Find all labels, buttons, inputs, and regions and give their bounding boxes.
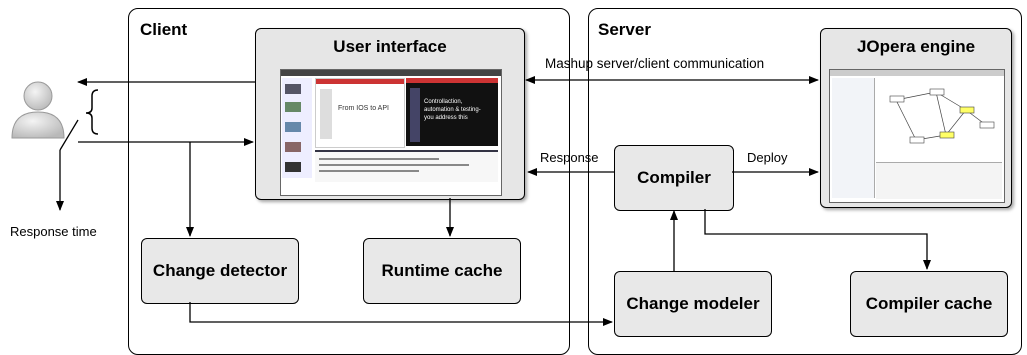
- jopera-engine-box: JOpera engine: [820, 28, 1012, 208]
- server-title: Server: [598, 20, 651, 39]
- response-label: Response: [540, 150, 599, 165]
- change-modeler-box: Change modeler: [614, 271, 772, 337]
- slide-right-text: Controllaction, automation & testing-you…: [424, 99, 481, 121]
- arrow-change-detector-to-change-modeler: [189, 302, 613, 326]
- user-interface-screenshot: From IOS to API Controllaction, automati…: [280, 69, 502, 196]
- runtime-cache-box: Runtime cache: [363, 238, 521, 304]
- response-time-tick: [59, 119, 79, 151]
- jopera-engine-title: JOpera engine: [856, 37, 976, 56]
- client-title: Client: [140, 20, 188, 39]
- mashup-communication-label: Mashup server/client communication: [545, 56, 765, 71]
- arrow-compiler-to-compiler-cache: [704, 209, 931, 270]
- user-silhouette-icon: [11, 81, 65, 139]
- compiler-cache-box: Compiler cache: [850, 271, 1008, 337]
- response-time-brace: [85, 89, 99, 135]
- compiler-box: Compiler: [614, 145, 734, 211]
- response-time-label: Response time: [10, 224, 97, 239]
- deploy-label: Deploy: [747, 150, 788, 165]
- slide-left-text: From IOS to API: [338, 105, 389, 112]
- change-detector-box: Change detector: [141, 238, 299, 304]
- user-interface-title: User interface: [333, 37, 447, 56]
- user-interface-box: User interface From IOS to API Controlla…: [255, 28, 525, 200]
- jopera-engine-screenshot: [829, 69, 1005, 203]
